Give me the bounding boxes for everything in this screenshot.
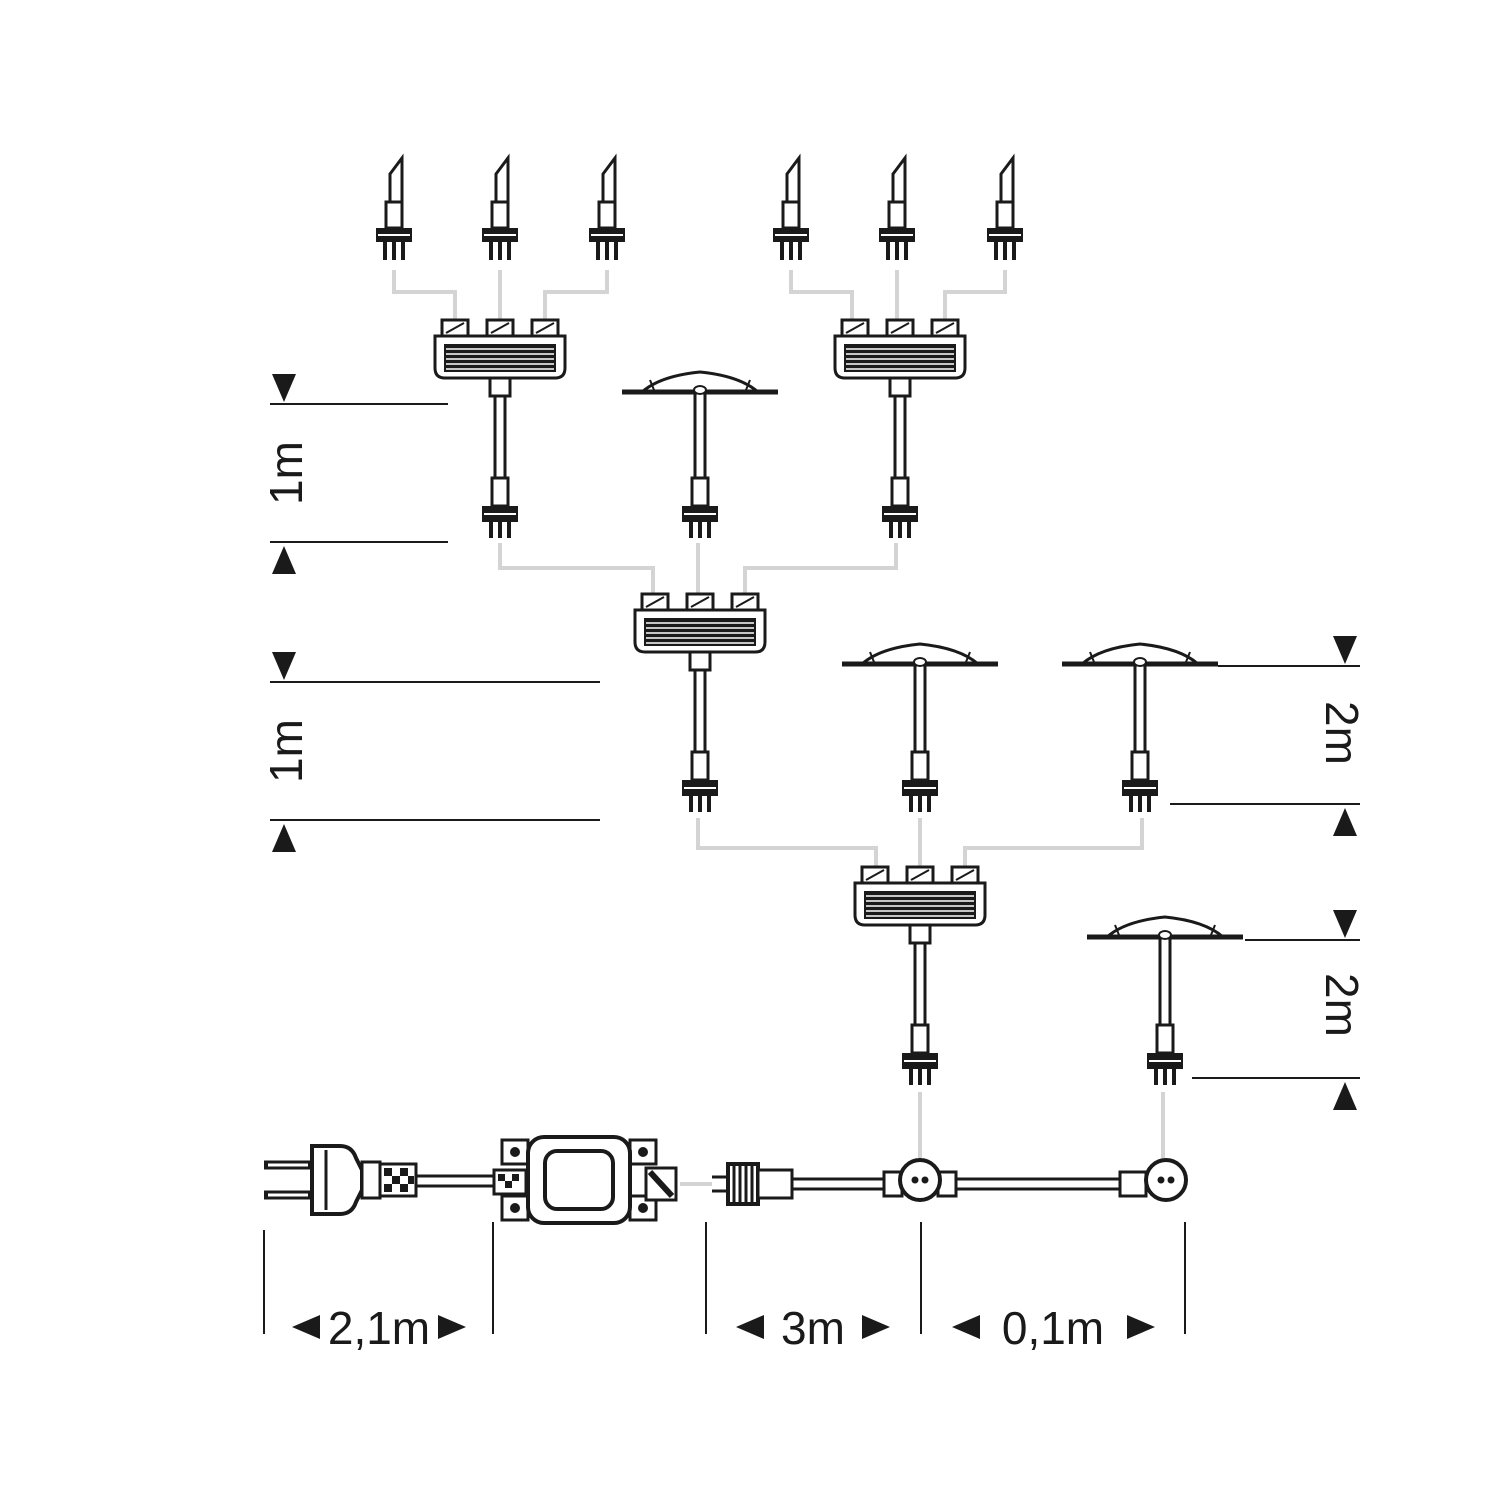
dimension-left-top: 1m	[260, 374, 448, 574]
spike-light-5	[877, 156, 917, 262]
interconnect-cables	[392, 270, 1165, 1186]
t-connector-2	[1118, 1158, 1188, 1202]
dimension-right-lower: 2m	[1192, 910, 1368, 1110]
dimension-label-power-cable: 2,1m	[328, 1302, 430, 1354]
splitter-top-right	[833, 318, 967, 540]
spike-light-1	[374, 156, 414, 262]
spot-light-2	[842, 644, 998, 814]
mains-plug	[264, 1144, 418, 1216]
dimension-left-middle: 1m	[260, 652, 600, 852]
supply-lead	[792, 1177, 884, 1191]
spike-light-2	[480, 156, 520, 262]
dimension-label-right-lower: 2m	[1316, 973, 1368, 1037]
transformer	[492, 1135, 678, 1225]
t-connector-1	[882, 1158, 958, 1202]
power-cable	[416, 1174, 494, 1188]
splitter-middle	[633, 592, 767, 814]
spot-light-1	[622, 372, 778, 540]
spot-light-4	[1087, 917, 1243, 1087]
spike-light-3	[587, 156, 627, 262]
dimension-right-upper: 2m	[1170, 636, 1368, 836]
spike-light-6	[985, 156, 1025, 262]
dimension-label-connector-lead: 0,1m	[1002, 1302, 1104, 1354]
dimension-label-right-upper: 2m	[1316, 701, 1368, 765]
dimension-label-supply-lead: 3m	[781, 1302, 845, 1354]
splitter-bottom	[853, 865, 987, 1087]
splitter-top-left	[433, 318, 567, 540]
supply-plug	[712, 1162, 794, 1206]
dimension-bottom: 2,1m 3m 0,1m	[263, 1222, 1186, 1354]
dimension-label-left-top: 1m	[260, 441, 312, 505]
connector-lead	[956, 1177, 1120, 1191]
spot-light-3	[1062, 644, 1218, 814]
dimension-label-left-middle: 1m	[260, 719, 312, 783]
spike-light-4	[771, 156, 811, 262]
